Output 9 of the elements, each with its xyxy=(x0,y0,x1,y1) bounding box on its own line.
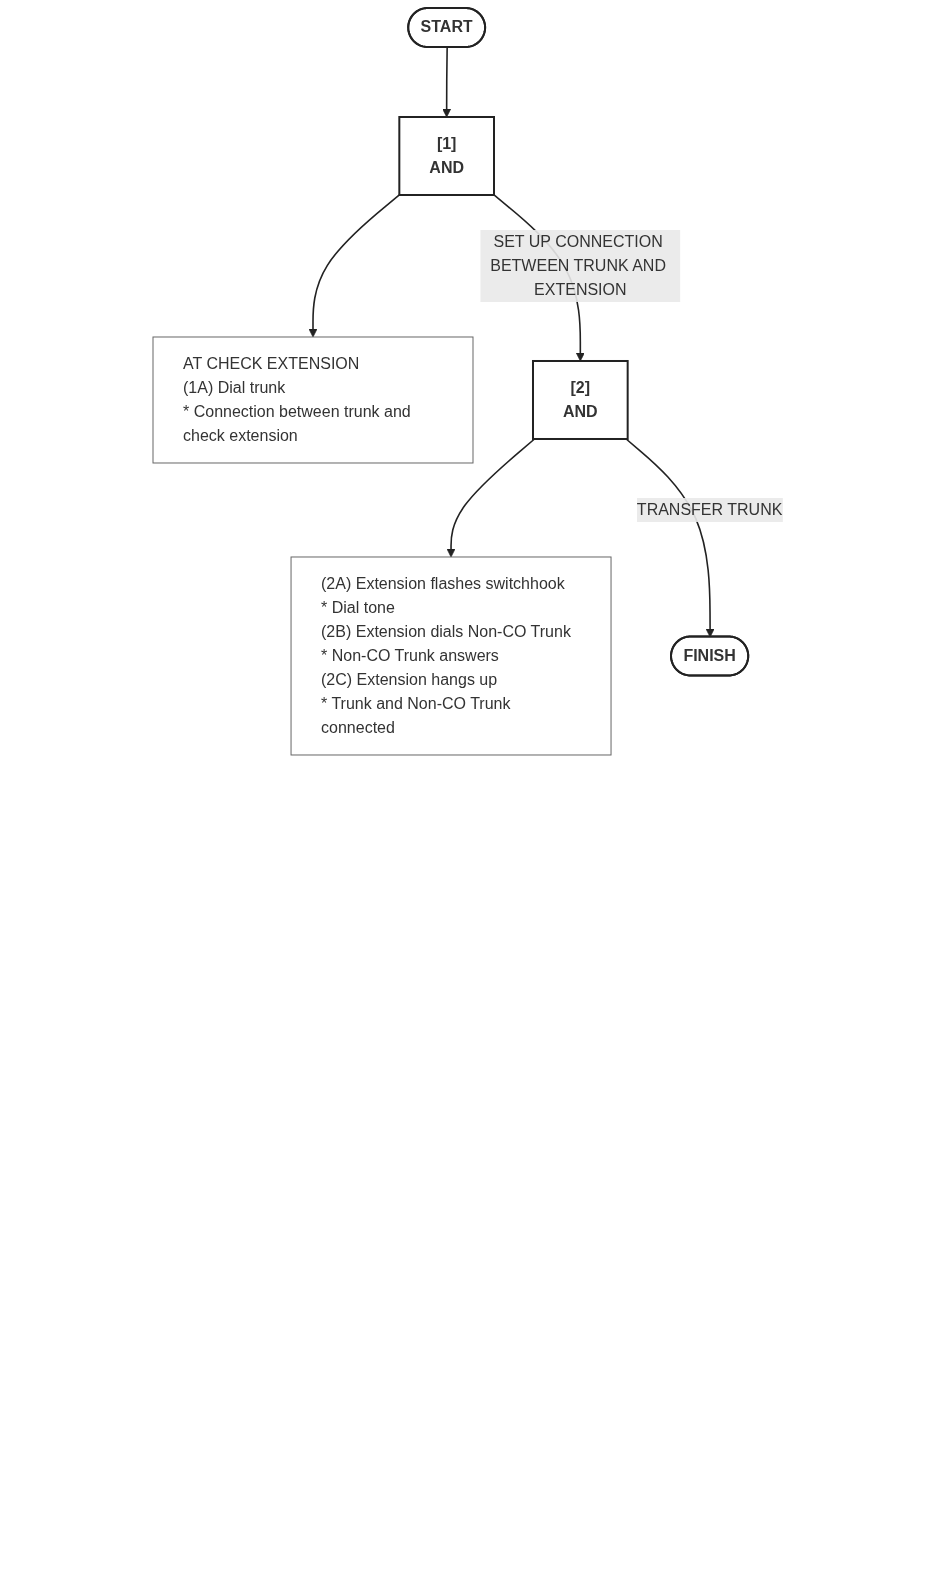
arrow xyxy=(446,438,536,558)
node-box: (2A) Extension flashes switchhook * Dial tone (2B) Extension dials Non-CO Trunk * Non-CO Trunk answers (2C) Extension hangs up * Trunk and Non-CO Trunk connected xyxy=(290,556,612,756)
node-box: [1] AND xyxy=(398,116,495,196)
node-box: [2] AND xyxy=(531,360,629,440)
arrow xyxy=(308,194,400,338)
node-box: AT CHECK EXTENSION (1A) Dial trunk * Connection between trunk and check extension xyxy=(152,336,474,464)
edge-label: TRANSFER TRUNK xyxy=(636,500,783,518)
arrow xyxy=(442,46,451,118)
edge-label: SET UP CONNECTION BETWEEN TRUNK AND EXTENSION xyxy=(490,233,666,298)
